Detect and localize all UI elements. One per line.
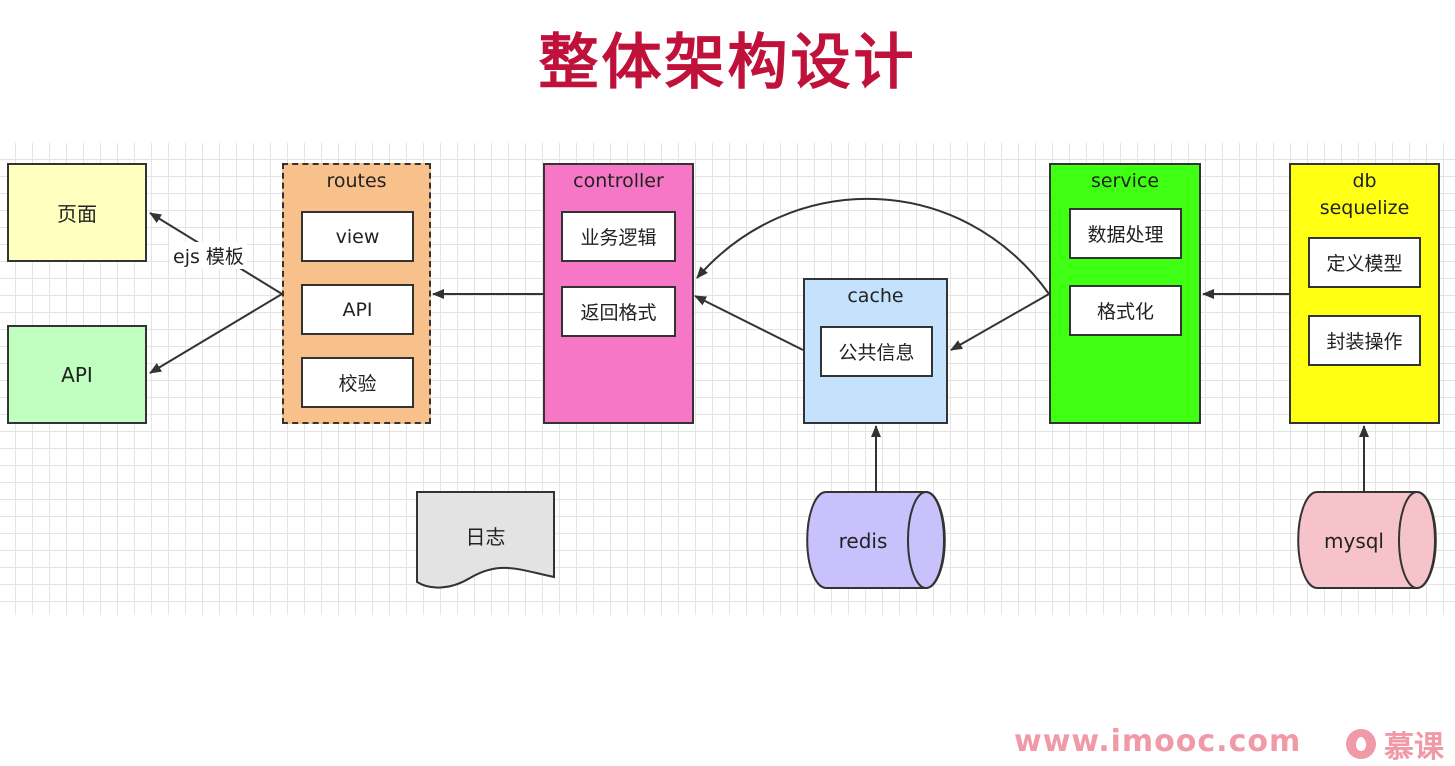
routes-item-view: view bbox=[301, 211, 414, 262]
edge-service-to-cache bbox=[950, 293, 1050, 351]
db-item-model: 定义模型 bbox=[1308, 237, 1421, 288]
routes-node: routes view API 校验 bbox=[282, 163, 431, 424]
db-label: db bbox=[1352, 170, 1377, 192]
service-item-data: 数据处理 bbox=[1069, 208, 1182, 259]
service-node: service 数据处理 格式化 bbox=[1049, 163, 1201, 424]
redis-node-shape bbox=[806, 491, 946, 589]
edge-service-to-controller bbox=[696, 198, 1050, 295]
page-title: 整体架构设计 bbox=[538, 28, 917, 98]
redis-node-label: redis bbox=[838, 529, 888, 553]
controller-node: controller 业务逻辑 返回格式 bbox=[543, 163, 694, 424]
mysql-node-label: mysql bbox=[1324, 529, 1384, 553]
controller-item-format: 返回格式 bbox=[561, 286, 676, 337]
mysql-node-shape bbox=[1297, 491, 1437, 589]
service-item-format: 格式化 bbox=[1069, 285, 1182, 336]
footer-url: www.imooc.com bbox=[1014, 724, 1302, 759]
api-node: API bbox=[7, 325, 147, 424]
edge-routes-to-api bbox=[149, 293, 283, 374]
edge-label-ejs: ejs 模板 bbox=[170, 242, 247, 269]
log-node-shape bbox=[416, 491, 555, 589]
routes-item-validate: 校验 bbox=[301, 357, 414, 408]
log-node-label: 日志 bbox=[465, 524, 506, 549]
routes-label: routes bbox=[326, 170, 387, 192]
db-sequelize-label: sequelize bbox=[1319, 197, 1410, 219]
cache-label: cache bbox=[847, 285, 904, 307]
footer-brand: 慕课 bbox=[1384, 730, 1444, 765]
controller-label: controller bbox=[573, 170, 664, 192]
api-node-label: API bbox=[61, 362, 93, 387]
diagram-canvas bbox=[0, 143, 1455, 615]
routes-item-api: API bbox=[301, 284, 414, 335]
edge-cache-to-controller bbox=[694, 295, 804, 351]
db-node: db sequelize 定义模型 封装操作 bbox=[1289, 163, 1440, 424]
service-label: service bbox=[1090, 170, 1160, 192]
page-node: 页面 bbox=[7, 163, 147, 262]
footer-logo: 慕课 bbox=[1346, 722, 1444, 766]
imooc-flame-icon bbox=[1346, 729, 1376, 759]
controller-item-logic: 业务逻辑 bbox=[561, 211, 676, 262]
db-item-ops: 封装操作 bbox=[1308, 315, 1421, 366]
page-node-label: 页面 bbox=[57, 202, 97, 226]
cache-item-public: 公共信息 bbox=[820, 326, 933, 377]
cache-node: cache 公共信息 bbox=[803, 278, 948, 424]
